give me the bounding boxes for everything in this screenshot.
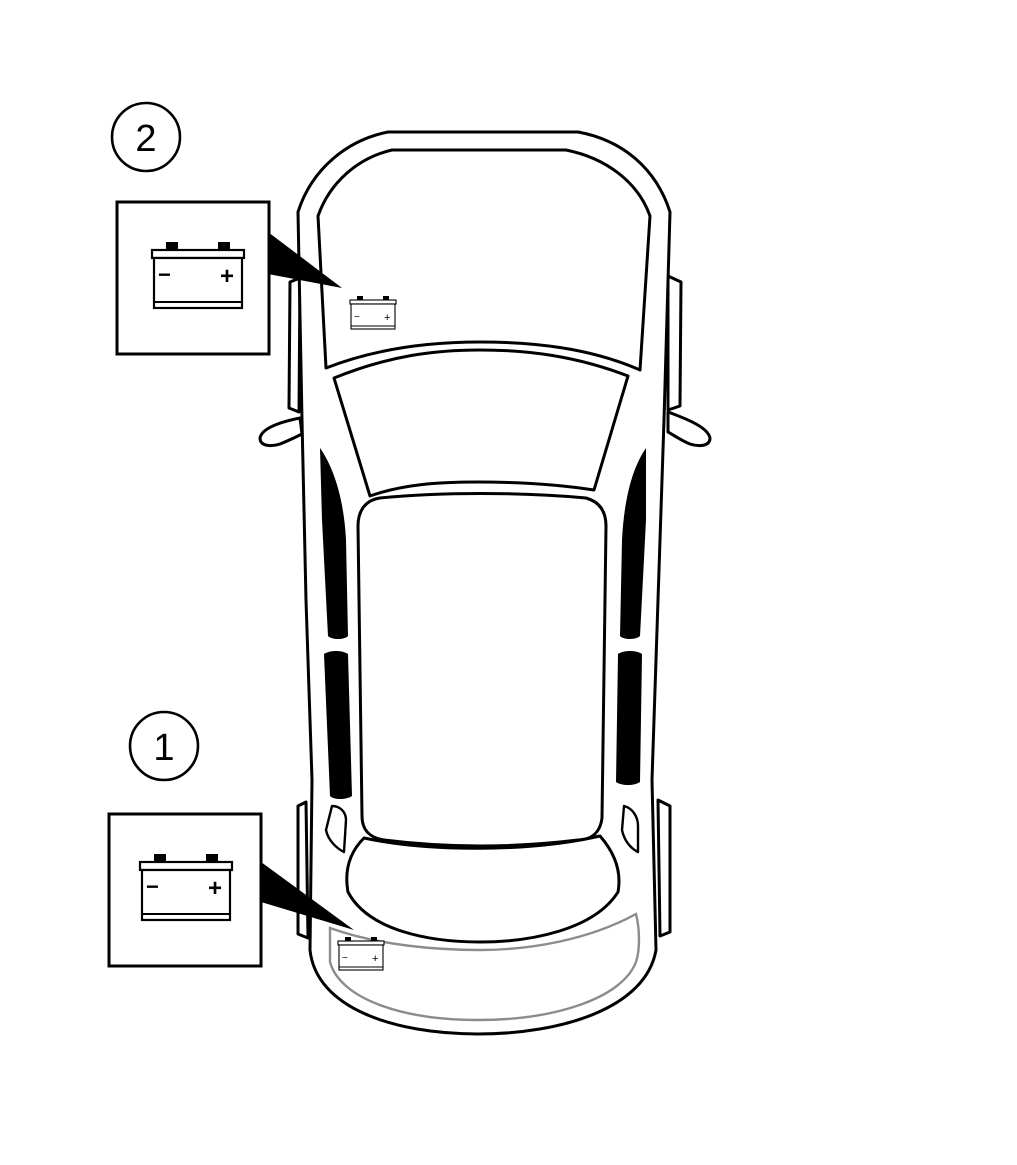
front-battery-minus: − bbox=[354, 312, 360, 323]
right-mirror bbox=[666, 410, 712, 448]
left-rear-side-strip bbox=[296, 800, 310, 940]
right-rear-window[interactable] bbox=[616, 651, 642, 785]
front-battery-plus: + bbox=[384, 312, 390, 324]
callout-2-minus: − bbox=[158, 262, 171, 287]
left-front-window[interactable] bbox=[320, 448, 348, 639]
callout-2-battery-icon: − + bbox=[150, 240, 246, 310]
callout-2: 2 − + bbox=[110, 101, 342, 356]
callout-2-leader bbox=[268, 232, 342, 288]
rear-window bbox=[345, 834, 621, 944]
left-rear-window[interactable] bbox=[324, 651, 352, 799]
hood-panel bbox=[316, 148, 652, 372]
vehicle-top-view: − + − + bbox=[258, 130, 712, 1036]
rear-battery-icon[interactable]: − + bbox=[337, 936, 385, 971]
left-quarter-window bbox=[324, 804, 348, 854]
right-front-window[interactable] bbox=[620, 448, 646, 639]
callout-1-battery-icon: − + bbox=[138, 852, 234, 922]
rear-battery-minus: − bbox=[342, 953, 348, 964]
callout-2-label: 2 bbox=[135, 118, 156, 160]
callout-1-minus: − bbox=[146, 874, 159, 899]
right-quarter-window bbox=[620, 804, 640, 854]
right-rear-side-strip bbox=[656, 798, 672, 938]
front-battery-icon[interactable]: − + bbox=[349, 295, 397, 330]
rear-trunk-highlight bbox=[328, 912, 641, 1022]
callout-2-plus: + bbox=[220, 263, 234, 290]
right-front-side-strip bbox=[666, 274, 683, 412]
callout-1-label: 1 bbox=[153, 727, 174, 769]
callout-1-circle bbox=[128, 710, 200, 782]
callout-1-leader bbox=[261, 862, 354, 930]
callout-1: 1 − + bbox=[107, 710, 354, 968]
callout-1-plus: + bbox=[208, 875, 222, 902]
left-mirror bbox=[258, 416, 304, 448]
windshield bbox=[332, 348, 630, 498]
left-front-side-strip bbox=[287, 276, 302, 414]
callout-2-circle bbox=[110, 101, 182, 173]
car-body-outline bbox=[296, 130, 672, 1036]
rear-battery-plus: + bbox=[372, 953, 378, 965]
